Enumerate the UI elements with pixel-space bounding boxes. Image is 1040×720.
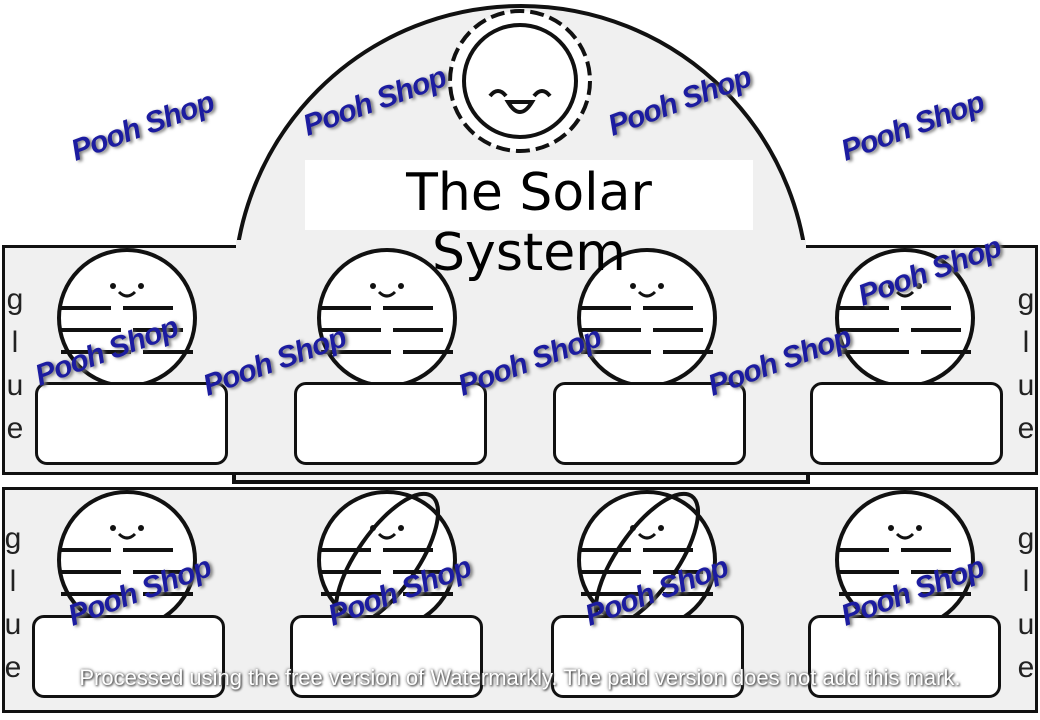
glue-letter: e <box>1017 651 1035 684</box>
name-box[interactable] <box>35 382 228 465</box>
glue-letter: l <box>1022 565 1030 598</box>
name-box[interactable] <box>553 382 746 465</box>
glue-letter: l <box>1022 326 1030 359</box>
sun-icon <box>448 9 592 153</box>
glue-letter: e <box>6 412 24 445</box>
glue-letter: l <box>9 565 17 598</box>
glue-letter: g <box>4 522 22 555</box>
glue-letter: e <box>1017 412 1035 445</box>
name-box[interactable] <box>808 615 1001 698</box>
glue-letter: u <box>4 608 22 641</box>
name-box[interactable] <box>294 382 487 465</box>
glue-letter: u <box>1017 608 1035 641</box>
glue-letter: g <box>1017 522 1035 555</box>
glue-letter: u <box>1017 369 1035 402</box>
glue-letter: g <box>1017 283 1035 316</box>
glue-letter: e <box>4 651 22 684</box>
name-box[interactable] <box>810 382 1003 465</box>
title-box <box>305 160 753 230</box>
glue-letter: u <box>6 369 24 402</box>
glue-letter: g <box>6 283 24 316</box>
glue-letter: l <box>11 326 19 359</box>
watermark-notice: Processed using the free version of Wate… <box>79 665 961 690</box>
watermark-brand: Pooh Shop <box>836 85 989 168</box>
name-box[interactable] <box>290 615 483 698</box>
name-box[interactable] <box>551 615 744 698</box>
earth-planet-icon <box>577 248 717 388</box>
watermark-brand: Pooh Shop <box>66 85 219 168</box>
name-box[interactable] <box>32 615 225 698</box>
page-title: The Solar System <box>406 163 652 283</box>
